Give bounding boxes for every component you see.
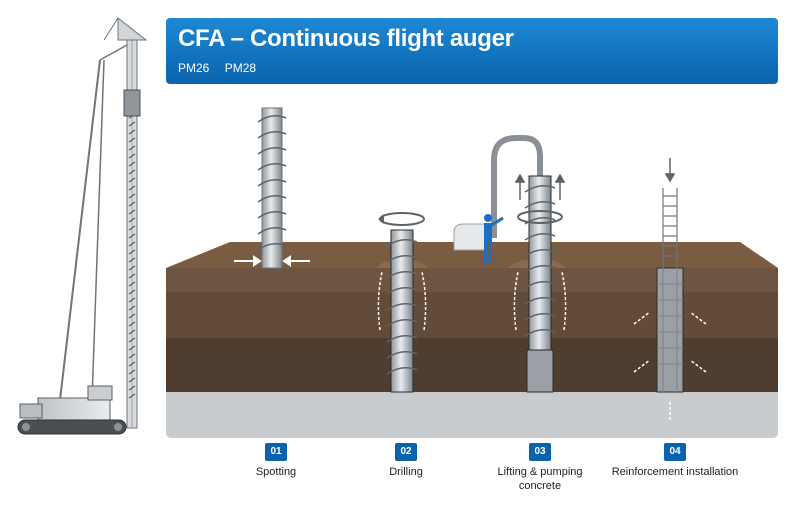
step-03-auger <box>453 135 567 393</box>
model-pm26: PM26 <box>178 61 210 75</box>
step-02: 02 Drilling <box>341 441 471 479</box>
piling-rig <box>17 16 148 435</box>
step-label: Reinforcement installation <box>611 466 739 478</box>
step-label: Drilling <box>389 466 423 478</box>
page-title: CFA – Continuous flight auger <box>178 25 514 52</box>
model-list: PM26 PM28 <box>178 61 268 75</box>
step-03: 03 Lifting & pumping concrete <box>475 441 605 493</box>
ground-cross-section <box>166 242 778 438</box>
operator-figure <box>484 214 504 263</box>
model-pm28: PM28 <box>224 61 257 75</box>
title-banner: CFA – Continuous flight auger PM26 PM28 <box>166 18 778 84</box>
step-04: 04 Reinforcement installation <box>600 441 750 479</box>
step-label: Spotting <box>255 466 297 478</box>
step-number-badge: 02 <box>395 443 417 461</box>
step-01-auger <box>234 107 310 269</box>
step-label: Lifting & pumping concrete <box>497 466 583 492</box>
rig-auger <box>128 113 136 399</box>
step-02-auger <box>376 212 428 393</box>
step-number-badge: 03 <box>529 443 551 461</box>
step-number-badge: 04 <box>664 443 686 461</box>
step-01: 01 Spotting <box>211 441 341 479</box>
step-number-badge: 01 <box>265 443 287 461</box>
step-04-pile <box>633 158 707 420</box>
reinforcement-cage <box>662 188 678 268</box>
